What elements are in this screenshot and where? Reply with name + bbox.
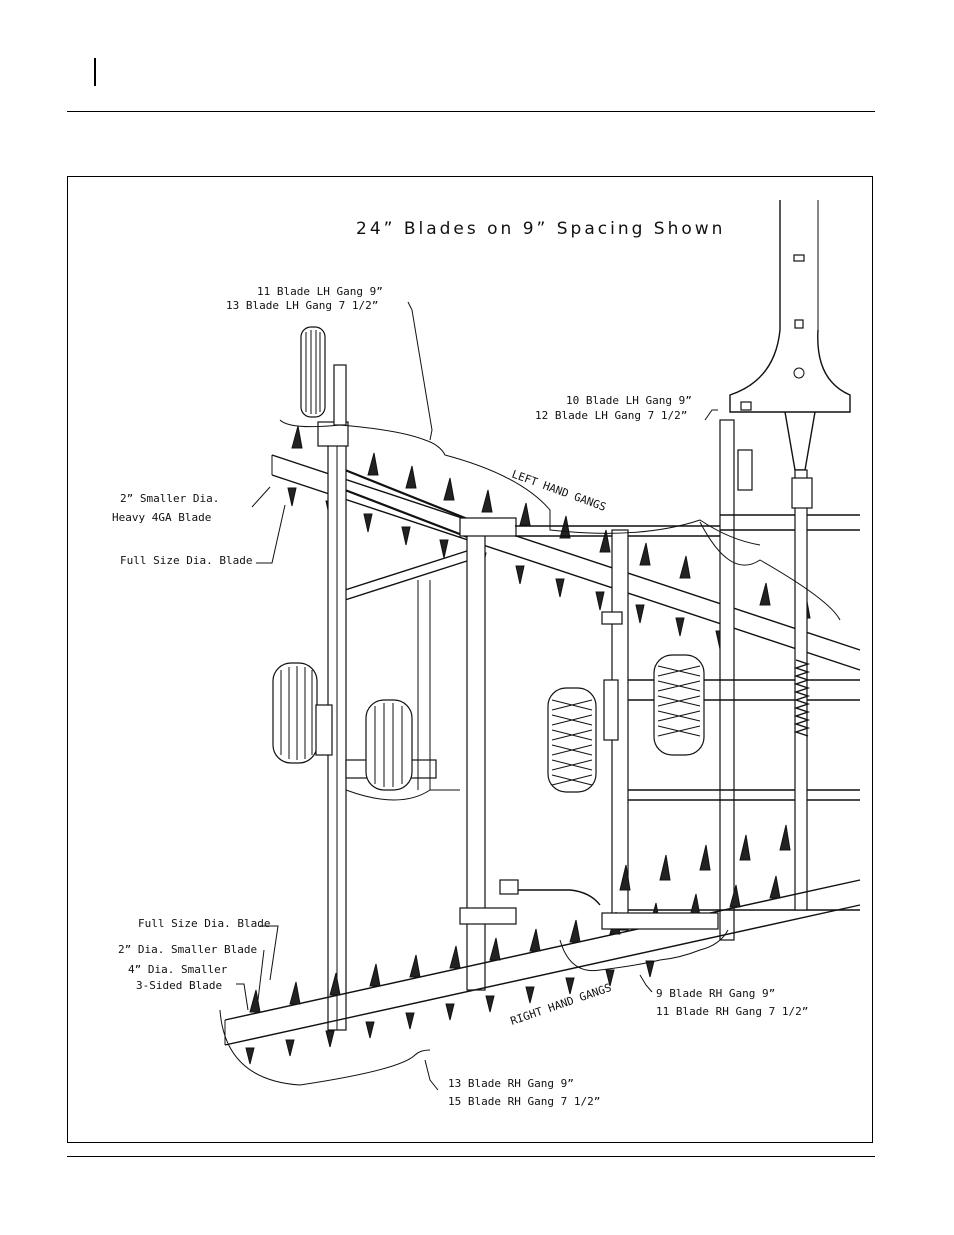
machine-drawing — [219, 200, 861, 1091]
hitch-tongue — [729, 200, 851, 471]
figure-title: 24” Blades on 9” Spacing Shown — [356, 219, 725, 239]
left-outer-frame — [317, 364, 349, 1031]
center-transport-wheels — [272, 662, 413, 791]
lh-front-gang — [271, 425, 861, 671]
right-hand-gangs-label: RIGHT HAND GANGS — [509, 981, 613, 1028]
full-size-rear-blade-callout: Full Size Dia. Blade — [138, 917, 270, 930]
lh-outer-gang-callout-line1: 11 Blade LH Gang 9” — [257, 285, 383, 298]
top-gauge-wheel — [300, 326, 326, 418]
rh-outer-gang-callout-line2: 15 Blade RH Gang 7 1/2” — [448, 1095, 600, 1108]
figure-frame — [67, 176, 873, 1143]
full-size-front-blade-callout: Full Size Dia. Blade — [120, 554, 252, 567]
rh-outer-gang-callout-line1: 13 Blade RH Gang 9” — [448, 1077, 574, 1090]
four-inch-smaller-blade-callout-line2: 3-Sided Blade — [136, 979, 222, 992]
header-rule — [67, 111, 875, 112]
rh-rear-gang — [224, 824, 861, 1065]
rh-gang-bracket — [219, 929, 729, 1086]
smaller-heavy-blade-callout-line1: 2” Smaller Dia. — [120, 492, 219, 505]
rh-inner-gang-callout-line2: 11 Blade RH Gang 7 1/2” — [656, 1005, 808, 1018]
two-inch-smaller-blade-callout: 2” Dia. Smaller Blade — [118, 943, 257, 956]
lh-inner-gang-callout-line1: 10 Blade LH Gang 9” — [566, 394, 692, 407]
lh-outer-gang-callout-line2: 13 Blade LH Gang 7 1/2” — [226, 299, 378, 312]
right-transport-wheels — [547, 654, 705, 793]
smaller-heavy-blade-callout-line2: Heavy 4GA Blade — [112, 511, 211, 524]
header-vertical-tick — [94, 58, 96, 86]
right-inner-frame — [601, 419, 860, 941]
spring-assembly — [737, 449, 813, 737]
lh-frame-beam — [344, 468, 471, 601]
lh-gang-bracket — [279, 419, 841, 621]
rh-inner-gang-callout-line1: 9 Blade RH Gang 9” — [656, 987, 775, 1000]
callout-leaders — [236, 301, 718, 1091]
center-frame — [459, 517, 720, 991]
footer-rule — [67, 1156, 875, 1157]
lh-inner-gang-callout-line2: 12 Blade LH Gang 7 1/2” — [535, 409, 687, 422]
four-inch-smaller-blade-callout-line1: 4” Dia. Smaller — [128, 963, 228, 976]
